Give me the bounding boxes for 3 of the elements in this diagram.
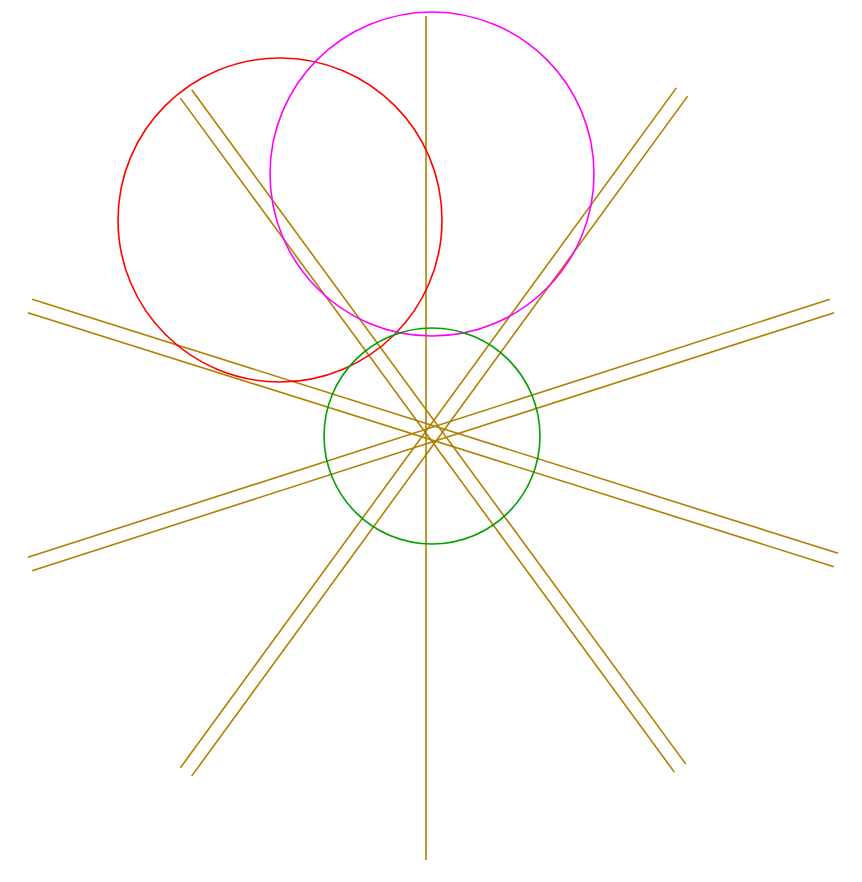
circle bbox=[117, 57, 443, 383]
circle bbox=[269, 11, 595, 337]
circle bbox=[323, 327, 541, 545]
